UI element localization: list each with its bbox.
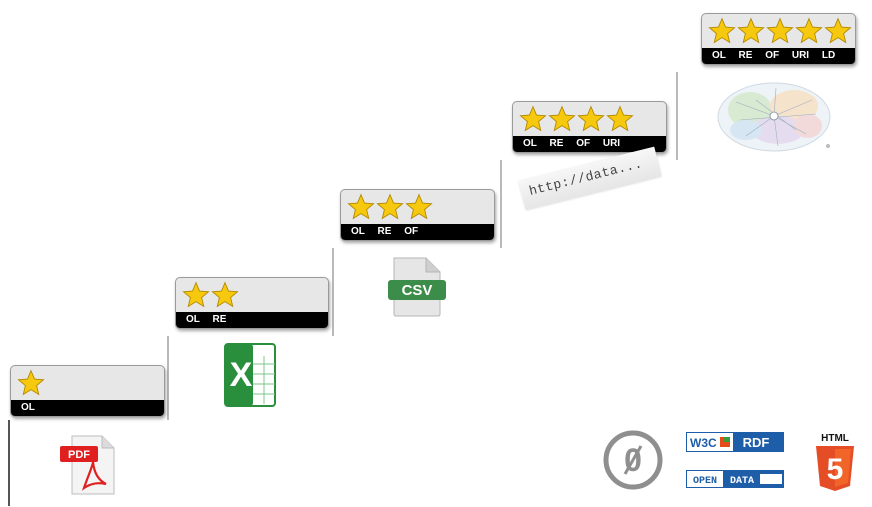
label-of: OF (576, 138, 590, 149)
label-re: RE (378, 226, 392, 237)
label-ol: OL (712, 50, 726, 61)
rating-card-2-stars: OL RE (175, 277, 329, 329)
star-icon (737, 17, 765, 45)
stair-riser-5 (676, 72, 678, 160)
stars-row (347, 193, 434, 221)
html-label: HTML (821, 433, 849, 444)
rating-card-5-stars: OL RE OF URI LD (701, 13, 856, 65)
excel-letter: X (230, 356, 253, 394)
stair-riser-1 (8, 420, 10, 506)
html5-number: 5 (827, 453, 844, 486)
principle-labels: OL RE (176, 312, 328, 328)
principle-labels: OL RE OF URI LD (702, 48, 855, 64)
rating-card-1-star: OL (10, 365, 165, 417)
stair-riser-2 (167, 336, 169, 420)
w3c-label: W3C (690, 436, 717, 450)
stars-row (708, 17, 853, 45)
label-of: OF (765, 50, 779, 61)
uri-example-text: http://data... (528, 156, 644, 199)
csv-label: CSV (402, 282, 433, 299)
excel-file-icon: X (223, 342, 277, 408)
stair-riser-3 (332, 248, 334, 336)
rating-card-4-stars: OL RE OF URI (512, 101, 667, 153)
principle-labels: OL RE OF (341, 224, 494, 240)
star-icon (211, 281, 239, 309)
label-of: OF (404, 226, 418, 237)
html5-icon: HTML 5 (812, 430, 858, 492)
stars-row (182, 281, 240, 309)
label-re: RE (739, 50, 753, 61)
stars-row (17, 369, 46, 397)
star-icon (182, 281, 210, 309)
principle-labels: OL (11, 400, 164, 416)
label-uri: URI (603, 138, 620, 149)
pdf-file-icon: PDF (58, 432, 120, 496)
open-data-badge: OPEN DATA (686, 470, 784, 488)
star-icon (17, 369, 45, 397)
linked-data-cloud-icon (716, 80, 840, 154)
csv-file-icon: CSV (386, 256, 448, 318)
star-icon (606, 105, 634, 133)
label-ol: OL (523, 138, 537, 149)
label-ol: OL (21, 402, 35, 413)
star-icon (347, 193, 375, 221)
label-uri: URI (792, 50, 809, 61)
open-label: OPEN (693, 476, 717, 487)
data-label: DATA (730, 476, 754, 487)
star-icon (708, 17, 736, 45)
w3c-rdf-badge: W3C RDF (686, 432, 784, 452)
label-ol: OL (351, 226, 365, 237)
cc-zero-icon: 0 (603, 430, 663, 490)
label-re: RE (213, 314, 227, 325)
star-icon (405, 193, 433, 221)
rating-card-3-stars: OL RE OF (340, 189, 495, 241)
rdf-label: RDF (743, 435, 770, 450)
pdf-label: PDF (68, 449, 90, 461)
star-icon (376, 193, 404, 221)
star-icon (824, 17, 852, 45)
star-icon (577, 105, 605, 133)
star-icon (795, 17, 823, 45)
label-ol: OL (186, 314, 200, 325)
star-icon (519, 105, 547, 133)
label-ld: LD (822, 50, 835, 61)
label-re: RE (550, 138, 564, 149)
star-icon (548, 105, 576, 133)
star-icon (766, 17, 794, 45)
stars-row (519, 105, 635, 133)
stair-riser-4 (500, 160, 502, 248)
uri-example-card: http://data... (518, 147, 661, 210)
